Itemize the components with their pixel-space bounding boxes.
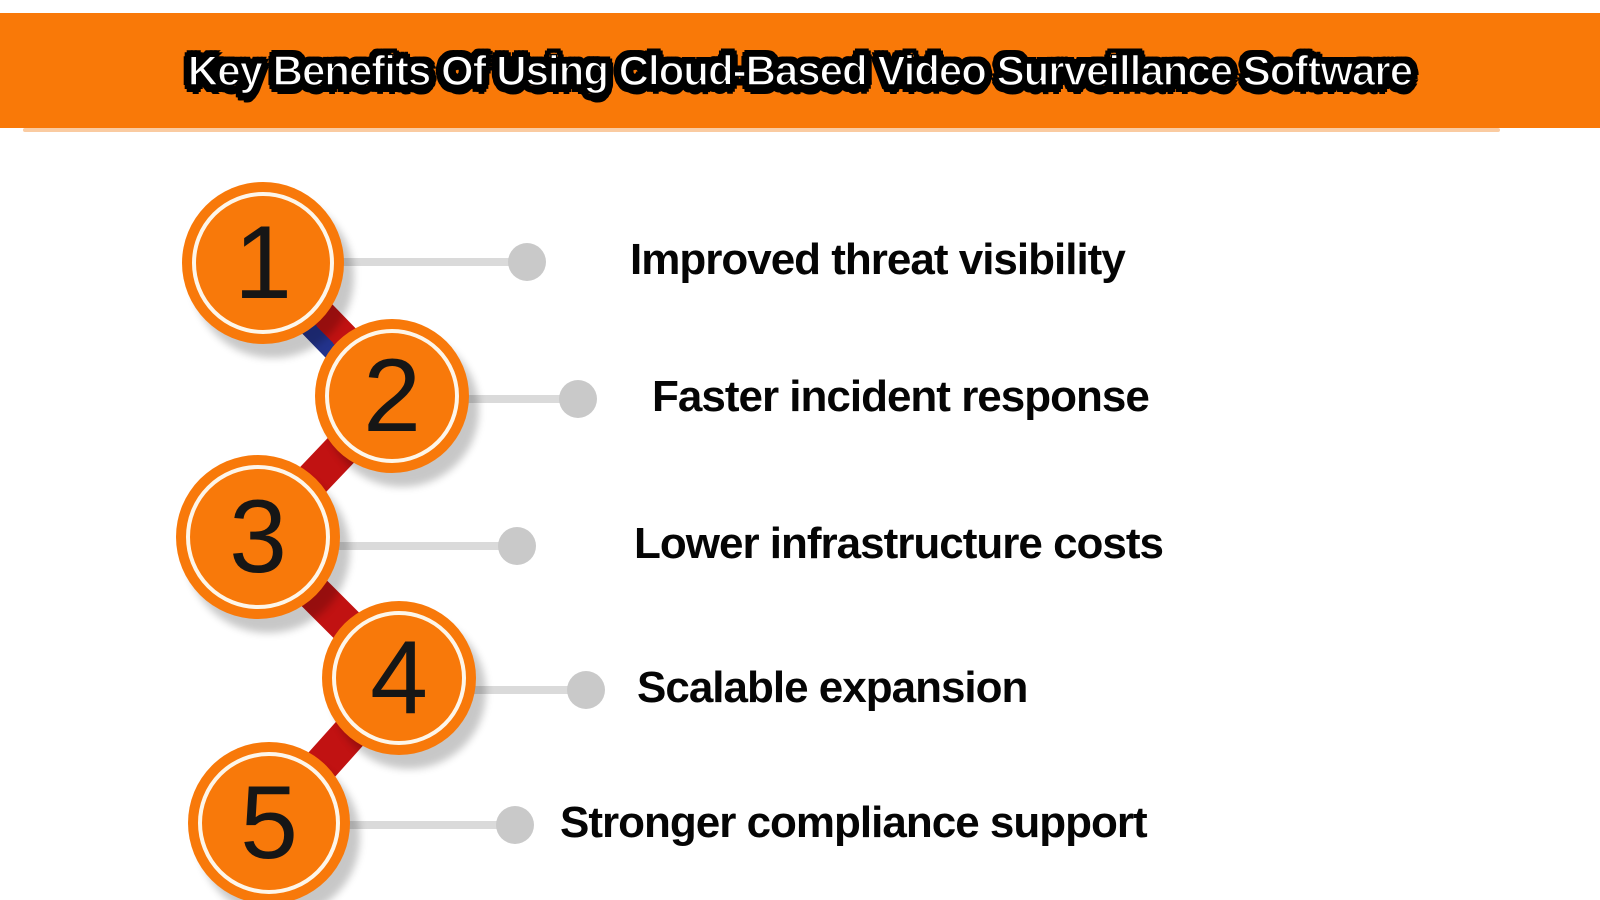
benefit-label: Lower infrastructure costs bbox=[634, 519, 1164, 568]
banner-shadow bbox=[23, 128, 1500, 132]
leader-dot bbox=[508, 243, 546, 281]
leader-dot bbox=[559, 380, 597, 418]
benefit-label: Improved threat visibility bbox=[630, 235, 1126, 284]
step-ring bbox=[332, 611, 466, 745]
leader-line bbox=[392, 395, 578, 403]
step-circle-5: 5 bbox=[188, 742, 350, 900]
leader-line bbox=[269, 821, 515, 829]
benefit-label: Stronger compliance support bbox=[560, 798, 1148, 847]
step-number: 1 bbox=[234, 205, 292, 321]
step-circle-1: 1 bbox=[182, 182, 344, 344]
header-banner: Key Benefits Of Using Cloud-Based Video … bbox=[0, 13, 1600, 128]
step-ring bbox=[186, 465, 330, 609]
step-number: 2 bbox=[363, 338, 421, 454]
leader-line bbox=[258, 542, 517, 550]
step-circle-3: 3 bbox=[176, 455, 340, 619]
leader-dot bbox=[498, 527, 536, 565]
step-ring bbox=[192, 192, 334, 334]
benefit-label: Scalable expansion bbox=[637, 663, 1028, 712]
leader-dot bbox=[496, 806, 534, 844]
step-circle-4: 4 bbox=[322, 601, 476, 755]
leader-dot bbox=[567, 671, 605, 709]
leader-line bbox=[263, 258, 527, 266]
leader-line bbox=[399, 686, 586, 694]
page-title: Key Benefits Of Using Cloud-Based Video … bbox=[187, 46, 1414, 95]
benefit-label: Faster incident response bbox=[652, 372, 1150, 421]
step-number: 3 bbox=[229, 479, 287, 595]
step-number: 5 bbox=[240, 765, 298, 881]
step-number: 4 bbox=[370, 620, 428, 736]
step-ring bbox=[198, 752, 340, 894]
step-circle-2: 2 bbox=[315, 319, 469, 473]
step-ring bbox=[325, 329, 459, 463]
